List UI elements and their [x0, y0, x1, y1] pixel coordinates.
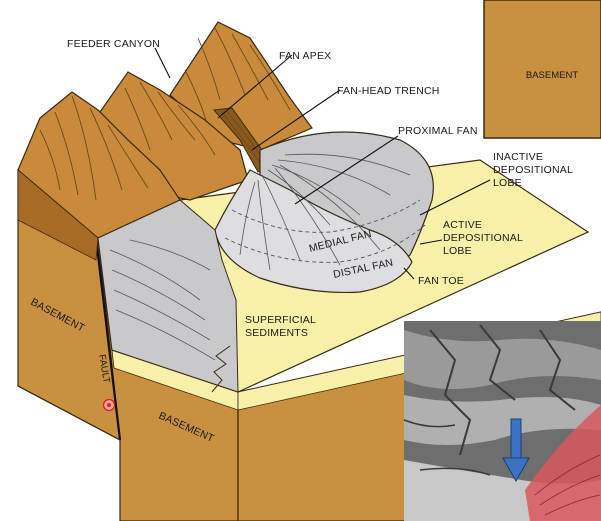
label-inactive-lobe-1: INACTIVE	[493, 151, 543, 163]
label-inactive-lobe-2: DEPOSITIONAL	[493, 164, 573, 176]
pointer-lines	[154, 47, 491, 280]
photo-inset	[403, 321, 601, 521]
down-arrow-icon	[502, 418, 530, 483]
label-active-lobe-1: ACTIVE	[443, 219, 482, 231]
label-feeder-canyon: FEEDER CANYON	[67, 38, 160, 50]
alluvial-fan	[97, 131, 434, 393]
label-proximal-fan: PROXIMAL FAN	[398, 125, 478, 137]
basement-inset: BASEMENT	[483, 0, 601, 139]
label-fan-apex: FAN APEX	[279, 50, 331, 62]
label-fault: FAULT	[96, 354, 112, 385]
label-fan-head-trench: FAN-HEAD TRENCH	[337, 85, 440, 97]
label-superficial-2: SEDIMENTS	[245, 327, 308, 339]
label-fan-toe: FAN TOE	[418, 275, 464, 287]
label-active-lobe-2: DEPOSITIONAL	[443, 232, 523, 244]
basement-inset-label: BASEMENT	[526, 70, 578, 81]
label-superficial-1: SUPERFICIAL	[245, 314, 316, 326]
label-active-lobe-3: LOBE	[443, 245, 472, 257]
mountain-range	[17, 21, 313, 261]
label-inactive-lobe-3: LOBE	[493, 177, 522, 189]
location-marker[interactable]	[102, 398, 116, 412]
